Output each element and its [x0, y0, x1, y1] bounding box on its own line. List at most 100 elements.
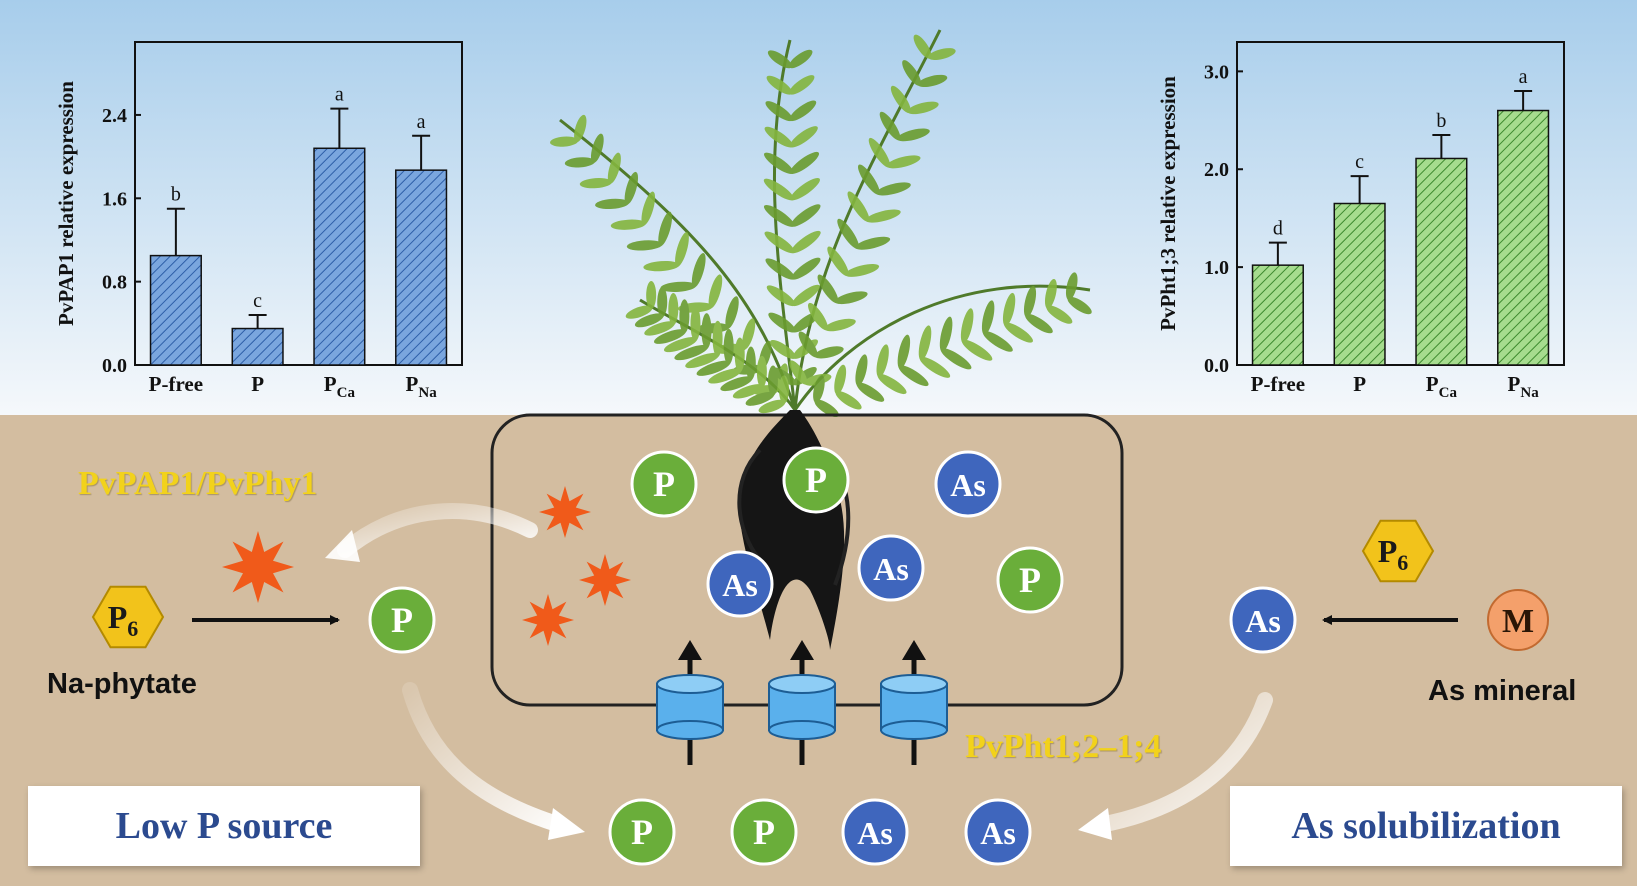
arsenic-circle-label: As — [857, 815, 893, 851]
y-tick-label: 0.0 — [102, 355, 127, 377]
fern-leaflet — [634, 313, 664, 328]
arsenic-circle: As — [964, 798, 1032, 866]
significance-letter: c — [253, 290, 262, 312]
significance-letter: b — [1436, 110, 1446, 132]
bar — [395, 169, 448, 366]
fern-leaflet — [701, 313, 712, 349]
fern-leaflet — [723, 328, 734, 365]
gene-label-pvpht1: PvPht1;2–1;4 — [965, 728, 1162, 765]
significance-letter: d — [1273, 218, 1283, 240]
fern-leaflet — [940, 348, 972, 370]
fern-leaflet — [674, 344, 709, 361]
phosphate-circle-label: P — [1019, 560, 1041, 600]
fern-leaflet — [798, 331, 818, 358]
y-tick-label: 1.6 — [102, 188, 127, 210]
fern-leaflet — [791, 230, 821, 254]
phosphate-transporter — [768, 640, 836, 765]
fern-leaflet — [847, 191, 870, 222]
fern-leaflet — [868, 137, 891, 168]
fern-leaflet — [790, 204, 821, 227]
curve-arrow-lower-left — [402, 682, 568, 833]
y-axis-label: PvPAP1 relative expression — [54, 81, 78, 326]
x-tick-label: P — [1353, 372, 1366, 396]
fern-leaflet — [890, 85, 911, 114]
bar — [1333, 202, 1386, 366]
fern-leaflet — [857, 164, 880, 195]
arsenic-circle-label: As — [950, 467, 986, 503]
fern-leaflet — [768, 312, 796, 333]
y-tick-label: 1.0 — [1204, 257, 1229, 279]
phosphate-circle: P — [368, 586, 436, 654]
fern-leaflet — [610, 219, 646, 230]
fern-leaflet — [1044, 279, 1057, 309]
fern-leaflet — [876, 182, 911, 196]
fern-leaflet — [876, 344, 889, 378]
enzyme-star-icon — [579, 554, 631, 606]
fern-leaflet — [789, 100, 817, 122]
fern-leaflet — [1046, 305, 1073, 324]
fern-leaflet — [607, 152, 621, 184]
fern-leaflet — [807, 302, 828, 331]
svg-text:P6: P6 — [1378, 533, 1409, 575]
phytate-hexagon-icon: P6 — [1361, 519, 1435, 583]
bar — [313, 147, 366, 366]
enzyme-star-icon — [522, 594, 574, 646]
label-na-phytate: Na-phytate — [47, 668, 197, 700]
enzyme-star-icon — [222, 531, 294, 603]
phosphate-circle: P — [996, 546, 1064, 614]
x-tick-label: PNa — [406, 372, 438, 401]
fern-leaflet — [765, 258, 795, 280]
fern-leaflet — [886, 155, 921, 169]
fern-leaflet — [827, 246, 849, 277]
fern-leaflet — [685, 352, 720, 369]
phosphate-circle-label: P — [391, 600, 413, 640]
fern-leaflet — [1067, 296, 1092, 315]
fern-leaflet — [658, 211, 673, 247]
arsenic-circle: As — [934, 450, 1002, 518]
fern-leaflet — [675, 232, 689, 267]
fern-leaflet — [668, 292, 679, 326]
fern-plant-illustration — [550, 29, 1092, 418]
fern-leaflet — [643, 260, 680, 272]
fern-leaflet — [763, 204, 795, 227]
x-tick-label: P — [251, 372, 264, 396]
fern-leaflet — [814, 346, 844, 359]
fern-leaflet — [624, 171, 639, 205]
y-tick-label: 0.8 — [102, 272, 127, 294]
fern-leaflet — [708, 368, 742, 384]
fern-leaflet — [1004, 322, 1033, 343]
phosphate-transporter — [880, 640, 948, 765]
fern-leaflet — [763, 178, 794, 201]
fern-leaflet — [767, 50, 792, 69]
fern-leaflet — [1065, 272, 1078, 300]
transporters — [656, 640, 948, 765]
fern-leaflet — [579, 178, 612, 189]
phosphate-circle: P — [608, 798, 676, 866]
bar — [149, 254, 202, 366]
fern-leaflet — [791, 257, 821, 280]
phosphate-circle-label: P — [805, 460, 827, 500]
low-p-source-box: Low P source — [28, 786, 420, 866]
fern-leaflet — [789, 75, 815, 95]
fern-leaflet — [837, 218, 859, 249]
phosphate-circle: P — [630, 450, 698, 518]
significance-letter: a — [1519, 66, 1528, 88]
fern-leaflet — [897, 334, 911, 369]
phytate-hexagon-icon: P6 — [91, 585, 165, 649]
chart-frame — [1236, 41, 1565, 366]
fern-leaflet — [767, 365, 778, 396]
fern-leaflet — [646, 281, 657, 310]
fern-leaflet — [960, 308, 974, 344]
fern-leaflet — [856, 382, 885, 402]
y-tick-label: 0.0 — [1204, 355, 1229, 377]
fern-leaflet — [928, 48, 956, 60]
bar — [1251, 264, 1304, 366]
fern-leaflet — [813, 375, 825, 403]
fern-leaflet — [779, 375, 790, 404]
fern-leaflet — [590, 133, 604, 163]
enzyme-stars — [222, 486, 631, 646]
svg-text:M: M — [1502, 603, 1534, 640]
